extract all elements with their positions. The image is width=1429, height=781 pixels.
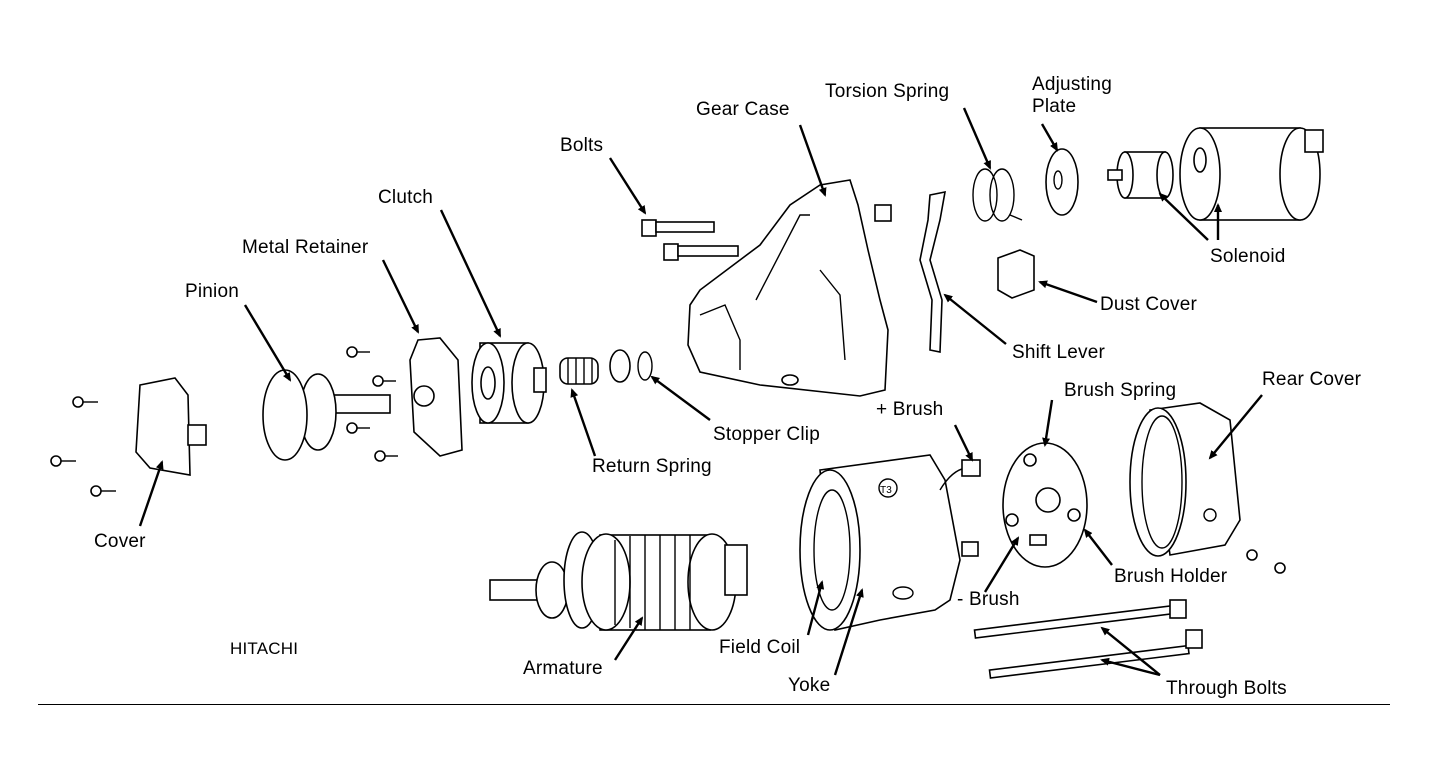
armature-part — [489, 531, 748, 631]
label-shift-lever: Shift Lever — [1012, 342, 1106, 363]
label-dust-cover: Dust Cover — [1100, 294, 1198, 315]
label-metal-retainer: Metal Retainer — [242, 237, 369, 258]
clutch-part — [471, 342, 547, 424]
shift-lever-part — [919, 190, 946, 353]
label-clutch: Clutch — [378, 187, 434, 208]
callout-arrows — [138, 107, 1263, 677]
return-spring-part — [559, 357, 599, 385]
cover-screw — [90, 485, 116, 497]
label-brush-spring: Brush Spring — [1064, 380, 1177, 401]
yoke-marking: T3 — [880, 485, 893, 496]
solenoid-plunger-part — [1107, 151, 1174, 199]
solenoid-body-part — [1179, 127, 1324, 221]
label-through-bolts: Through Bolts — [1166, 678, 1287, 699]
label-minus-brush: - Brush — [957, 589, 1020, 610]
label-solenoid: Solenoid — [1210, 246, 1286, 267]
stopper-clip-part — [637, 351, 653, 381]
pinion-part — [262, 369, 391, 461]
manufacturer-label: HITACHI — [230, 639, 299, 658]
cover-screw — [72, 396, 98, 408]
gear-case-part — [687, 179, 892, 397]
label-rear-cover: Rear Cover — [1262, 369, 1362, 390]
label-gear-case: Gear Case — [696, 99, 790, 120]
label-yoke: Yoke — [788, 675, 831, 696]
label-return-spring: Return Spring — [592, 456, 712, 477]
metal-retainer-part — [409, 337, 463, 457]
label-cover: Cover — [94, 531, 146, 552]
label-adjusting-plate-line1: Adjusting — [1032, 74, 1112, 95]
through-bolts-part — [973, 599, 1203, 679]
bottom-divider — [38, 704, 1390, 705]
label-brush-holder: Brush Holder — [1114, 566, 1228, 587]
retainer-screws — [346, 346, 398, 462]
stopper-collar-part — [609, 349, 631, 383]
label-field-coil: Field Coil — [719, 637, 801, 658]
brush-holder-part — [1002, 442, 1088, 568]
rear-cover-part — [1129, 402, 1286, 574]
label-adjusting-plate-line2: Plate — [1032, 96, 1077, 117]
label-torsion-spring: Torsion Spring — [825, 81, 950, 102]
dust-cover-part — [997, 249, 1035, 299]
yoke-part — [799, 454, 981, 631]
label-armature: Armature — [523, 658, 603, 679]
label-pinion: Pinion — [185, 281, 240, 302]
bolts-part — [641, 219, 739, 261]
torsion-spring-part — [972, 168, 1023, 222]
label-bolts: Bolts — [560, 135, 604, 156]
adjusting-plate-part — [1045, 148, 1079, 216]
cover-screw — [50, 455, 76, 467]
cover-part — [50, 377, 207, 497]
label-stopper-clip: Stopper Clip — [713, 424, 820, 445]
label-plus-brush: + Brush — [876, 399, 944, 420]
